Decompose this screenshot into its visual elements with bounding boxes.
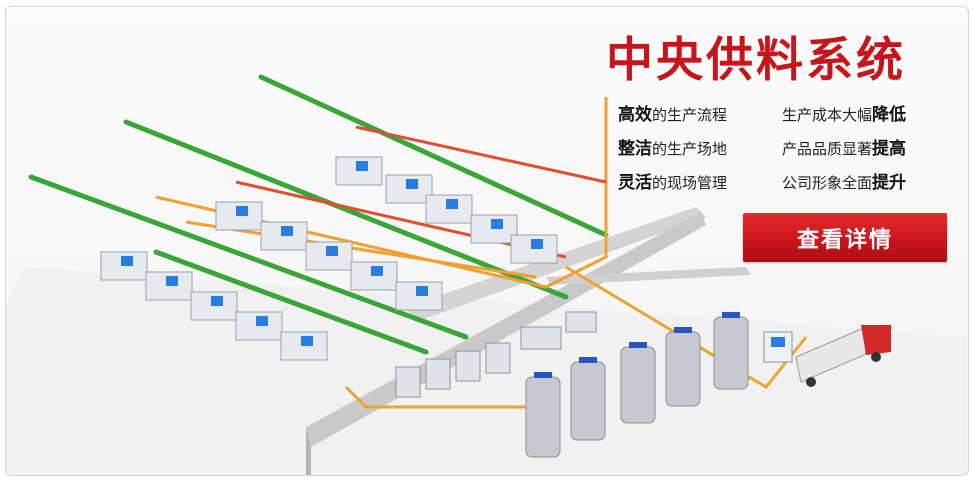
benefit-strong-suffix: 提升: [872, 173, 907, 193]
benefit-list: 高效的生产流程 生产成本大幅降低 整洁的生产场地 产品品质显著提高 灵活的现场管…: [618, 104, 958, 194]
benefit-strong-suffix: 降低: [872, 105, 907, 125]
factory-illustration: [6, 74, 966, 475]
tanker-truck: [795, 325, 891, 387]
benefit-item: 产品品质显著提高: [782, 138, 952, 160]
benefit-strong-prefix: 整洁: [618, 139, 652, 159]
page-title: 中央供料系统: [606, 33, 906, 88]
benefit-strong-suffix: 提高: [872, 139, 907, 159]
packing-machines: [100, 156, 558, 361]
storage-silos: [525, 312, 749, 458]
benefit-text: 公司形象全面: [782, 174, 873, 192]
central-feeding-banner[interactable]: 中央供料系统 高效的生产流程 生产成本大幅降低 整洁的生产场地 产品品质显著提高…: [5, 6, 969, 476]
mixing-units: [395, 311, 597, 398]
benefit-strong-prefix: 高效: [618, 105, 652, 125]
benefit-item: 整洁的生产场地: [618, 138, 782, 160]
benefit-item: 灵活的现场管理: [618, 172, 782, 194]
benefit-text: 生产成本大幅: [782, 106, 873, 124]
benefit-item: 公司形象全面提升: [782, 172, 952, 194]
benefit-text: 的生产场地: [652, 140, 728, 158]
benefit-strong-prefix: 灵活: [618, 173, 652, 193]
control-station: [763, 331, 793, 363]
benefit-text: 产品品质显著: [782, 140, 873, 158]
benefit-item: 高效的生产流程: [618, 104, 782, 126]
view-details-button[interactable]: 查看详情: [743, 213, 947, 262]
benefit-item: 生产成本大幅降低: [782, 104, 952, 126]
benefit-text: 的现场管理: [652, 174, 728, 192]
benefit-text: 的生产流程: [652, 106, 728, 124]
conveyor-lines: [28, 74, 609, 355]
